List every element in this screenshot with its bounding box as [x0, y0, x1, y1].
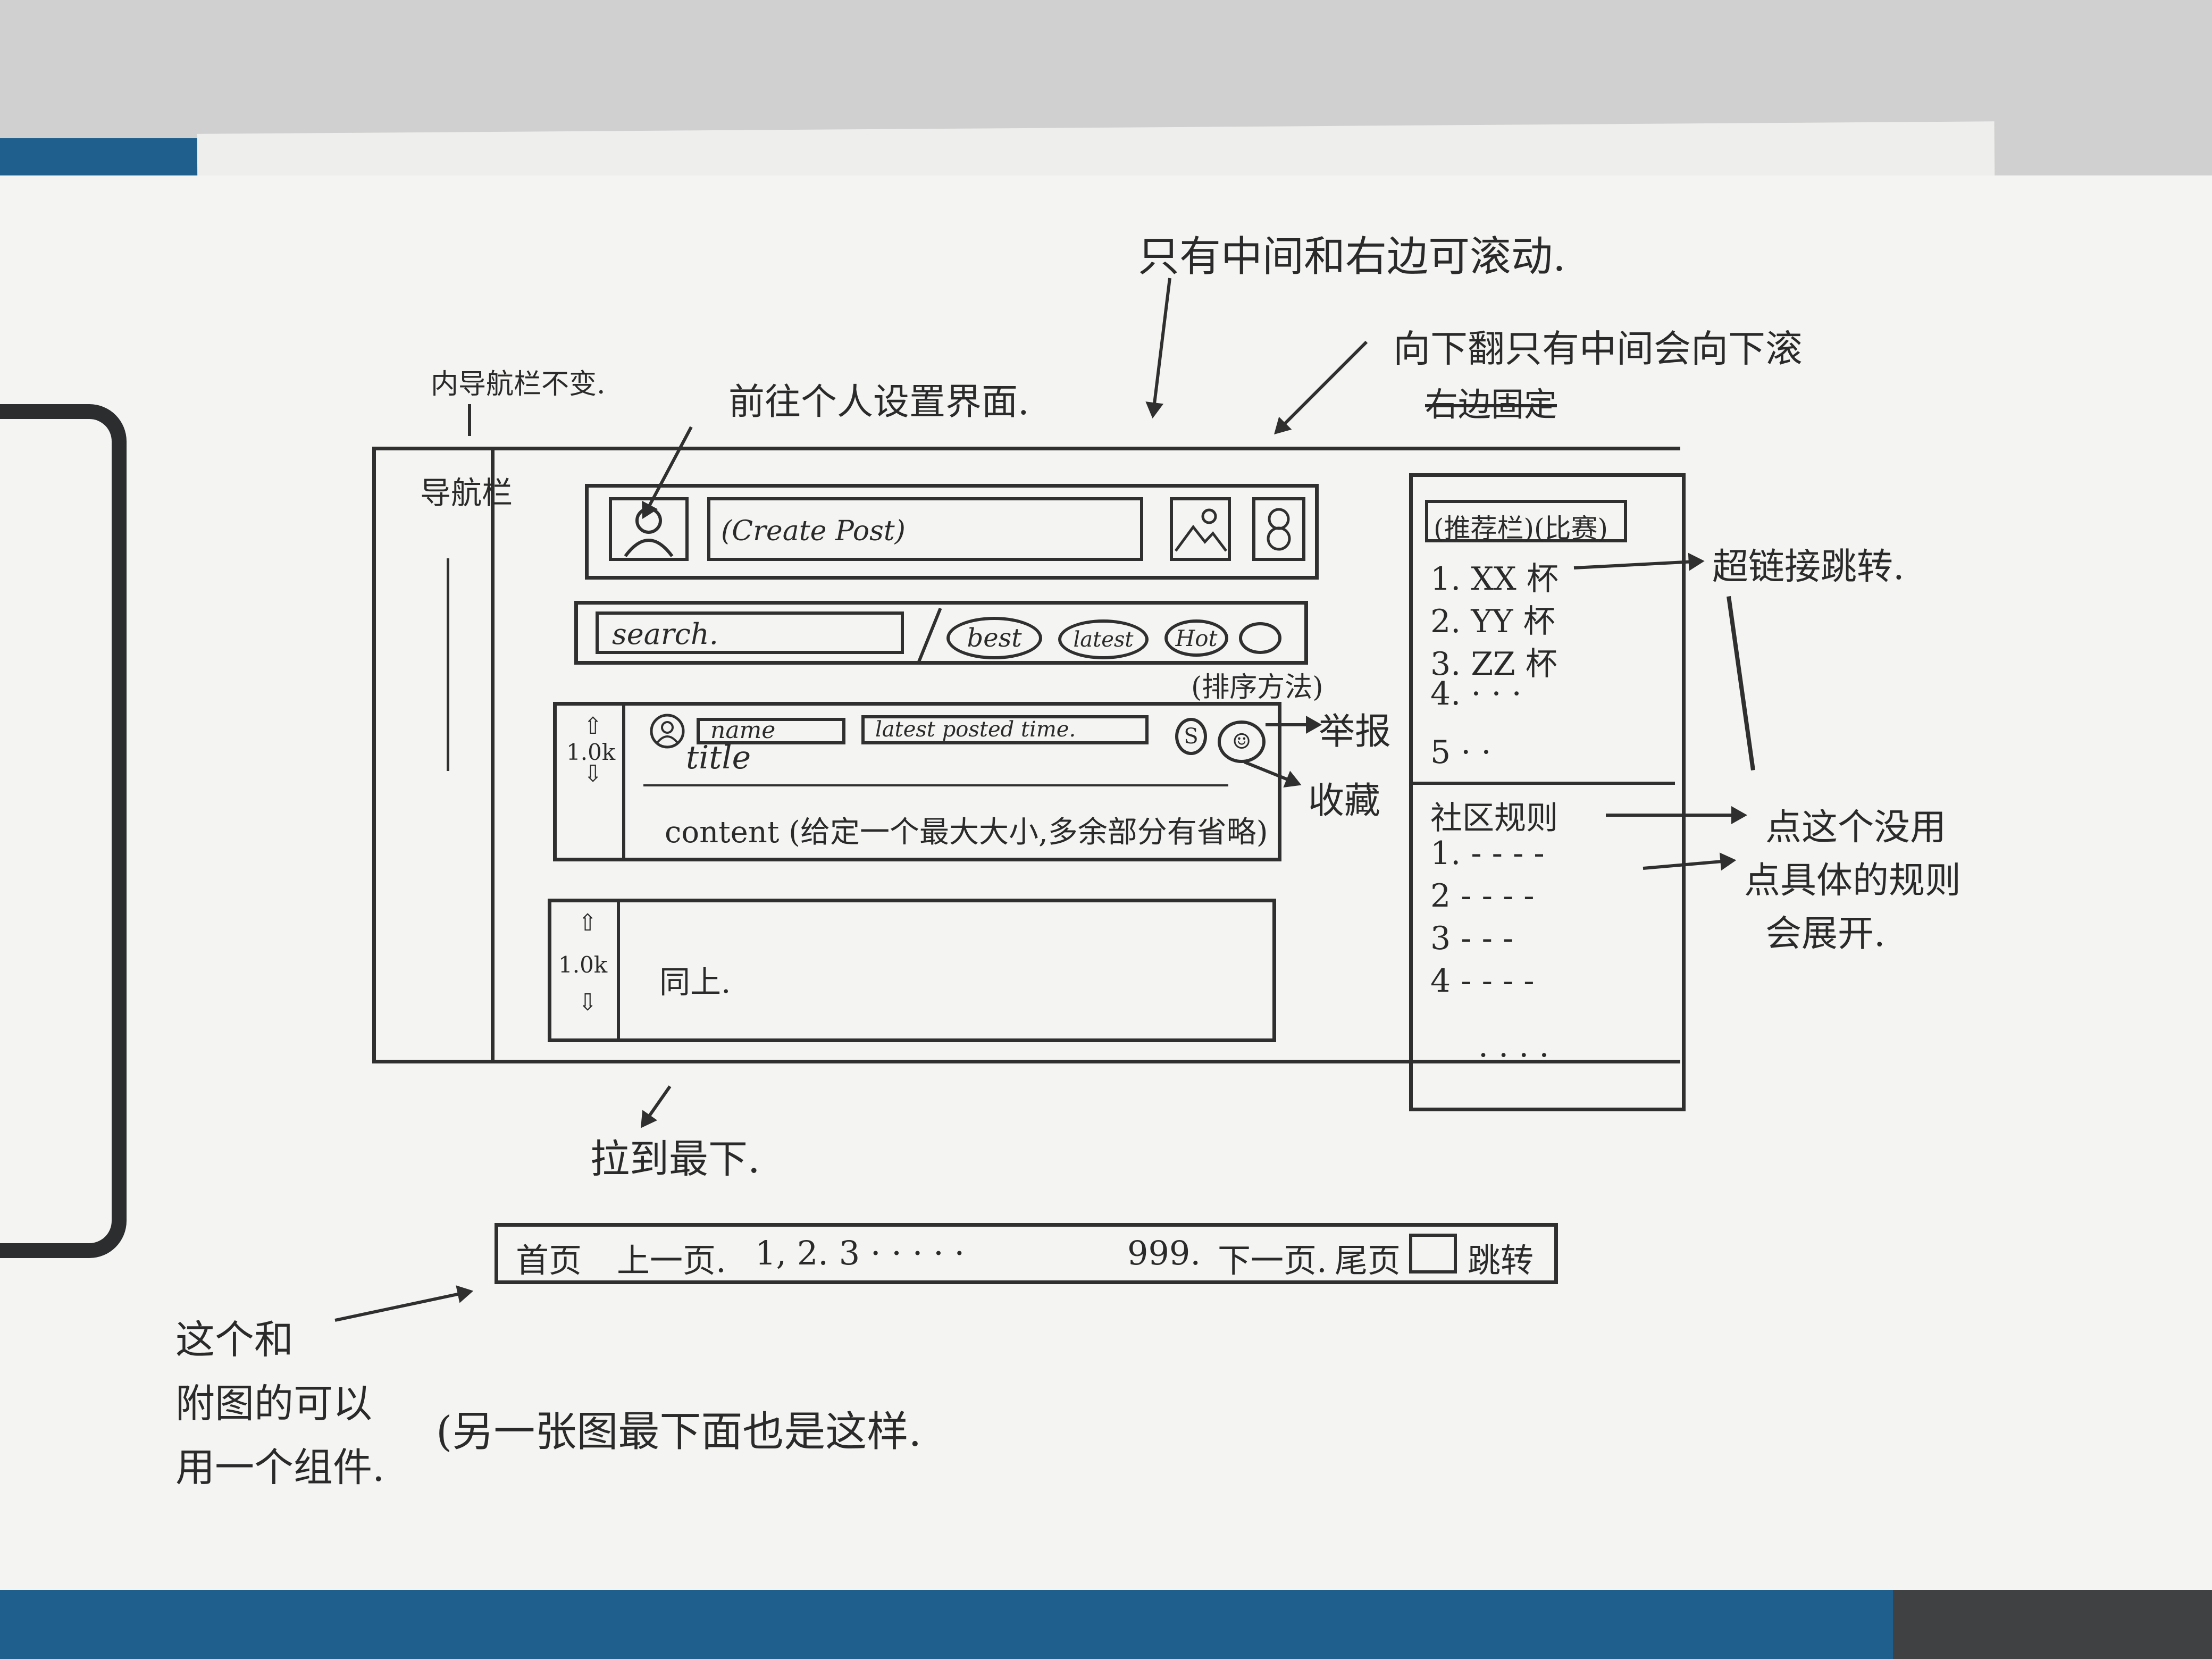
report-note: 举报	[1319, 711, 1392, 753]
nav-items-dashes	[447, 558, 449, 771]
post-card-1[interactable]	[553, 702, 1281, 861]
other-page-note: (另一张图最下面也是这样.	[436, 1408, 922, 1456]
post2-downvote-icon[interactable]: ⇩	[577, 989, 598, 1016]
page-jump-input[interactable]	[1409, 1234, 1457, 1273]
filter-bar	[574, 601, 1308, 665]
pagination-bar	[495, 1223, 1558, 1284]
ranking-item-1[interactable]: 1. XX 杯	[1430, 560, 1559, 598]
pagination-last-number[interactable]: 999.	[1127, 1234, 1201, 1272]
ranking-title-box: (推荐栏)(比赛)	[1425, 500, 1627, 544]
scroll-down-note-1: 向下翻只有中间会向下滚	[1393, 327, 1803, 371]
sort-best[interactable]: best	[946, 617, 1042, 659]
top-bar	[585, 484, 1319, 580]
sort-hot-label: Hot	[1175, 625, 1218, 651]
post1-time: latest posted time.	[875, 717, 1076, 742]
rules-title[interactable]: 社区规则	[1430, 800, 1558, 837]
image-upload-button[interactable]	[1170, 497, 1231, 561]
post1-avatar-icon	[650, 714, 685, 749]
post1-title: title	[686, 739, 751, 776]
rules-title-arrow	[1606, 806, 1747, 824]
scroll-note: 只有中间和右边可滚动.	[1138, 233, 1566, 281]
post1-upvote-icon[interactable]: ⇧	[583, 713, 603, 740]
create-post-input[interactable]: (Create Post)	[707, 497, 1143, 561]
search-placeholder: search.	[612, 617, 718, 651]
post1-votes: 1.0k	[566, 739, 616, 765]
sort-note: (排序方法)	[1191, 672, 1323, 703]
left-nav	[372, 447, 495, 1063]
post1-name-field[interactable]: name	[697, 717, 845, 744]
rules-note-3: 会展开.	[1765, 913, 1886, 955]
report-arrow	[1266, 716, 1322, 734]
rules-note-1: 点这个没用	[1765, 807, 1947, 849]
post1-vote-divider	[622, 702, 625, 861]
rule-item-1[interactable]: 1. - - - -	[1430, 835, 1545, 872]
ranking-item-2[interactable]: 2. YY 杯	[1430, 603, 1555, 640]
right-sidebar	[1409, 473, 1686, 1111]
rule-item-3[interactable]: 3 - - -	[1430, 920, 1514, 957]
favorite-note: 收藏	[1308, 780, 1381, 822]
pagination-next[interactable]: 下一页.	[1218, 1241, 1327, 1280]
sort-latest[interactable]: latest	[1058, 619, 1149, 659]
ranking-item-3[interactable]: 3. ZZ 杯	[1430, 646, 1557, 683]
rules-note-2: 点具体的规则	[1744, 860, 1962, 902]
rule-item-2[interactable]: 2 - - - -	[1430, 877, 1535, 915]
post1-title-divider	[643, 784, 1228, 786]
nav-fixed-note: 内导航栏不变.	[431, 368, 606, 400]
image-icon	[1174, 508, 1227, 552]
nav-fixed-pointer	[468, 404, 471, 436]
post2-content: 同上.	[659, 964, 731, 1000]
pagination-first[interactable]: 首页	[516, 1241, 582, 1280]
sort-best-label: best	[967, 623, 1022, 653]
post1-name: name	[710, 717, 776, 744]
settings-note: 前往个人设置界面.	[728, 381, 1029, 423]
sort-hot[interactable]: Hot	[1164, 619, 1228, 657]
ranking-item-5[interactable]: 5 · ·	[1430, 734, 1492, 771]
sidebar-divider	[1409, 782, 1675, 785]
component-note-3: 用一个组件.	[175, 1445, 385, 1490]
favorite-button[interactable]: ☺	[1218, 720, 1266, 763]
binder-clip	[0, 404, 127, 1258]
scroll-down-note-2: 右边固定	[1425, 385, 1557, 424]
pagination-jump[interactable]: 跳转	[1468, 1241, 1534, 1280]
favorite-icon: ☺	[1232, 730, 1251, 754]
component-note-1: 这个和	[175, 1317, 294, 1363]
link-post-button[interactable]	[1252, 497, 1305, 561]
post1-downvote-icon[interactable]: ⇩	[583, 760, 603, 787]
rule-item-more: · · · ·	[1478, 1037, 1549, 1074]
sketch-paper	[0, 175, 2212, 1590]
post2-upvote-icon[interactable]: ⇧	[577, 909, 598, 936]
post1-content: content (给定一个最大大小,多余部分有省略)	[665, 815, 1268, 850]
ranking-item-4[interactable]: 4. · · ·	[1430, 675, 1522, 713]
hyperlink-note: 超链接跳转.	[1712, 546, 1905, 588]
sort-latest-label: latest	[1073, 627, 1134, 652]
post2-votes: 1.0k	[558, 952, 608, 978]
search-input[interactable]: search.	[596, 611, 904, 654]
user-icon	[624, 507, 674, 557]
rule-item-4[interactable]: 4 - - - -	[1430, 962, 1535, 1000]
nav-label: 导航栏	[420, 475, 513, 511]
post-card-2[interactable]	[548, 899, 1276, 1042]
pagination-last[interactable]: 尾页	[1335, 1241, 1401, 1280]
ranking-title: (推荐栏)(比赛)	[1434, 513, 1608, 544]
pagination-prev[interactable]: 上一页.	[617, 1241, 726, 1280]
post2-vote-divider	[617, 899, 620, 1042]
scroll-bottom-note: 拉到最下.	[590, 1136, 760, 1182]
link-icon	[1267, 508, 1291, 551]
post1-time-field: latest posted time.	[861, 715, 1149, 744]
pagination-pages[interactable]: 1, 2. 3 · · · · ·	[755, 1234, 965, 1272]
create-post-label: (Create Post)	[721, 515, 906, 547]
sort-more[interactable]	[1239, 622, 1281, 654]
component-note-2: 附图的可以	[175, 1381, 372, 1427]
avatar-button[interactable]	[609, 497, 689, 561]
report-button[interactable]: S	[1175, 718, 1207, 755]
